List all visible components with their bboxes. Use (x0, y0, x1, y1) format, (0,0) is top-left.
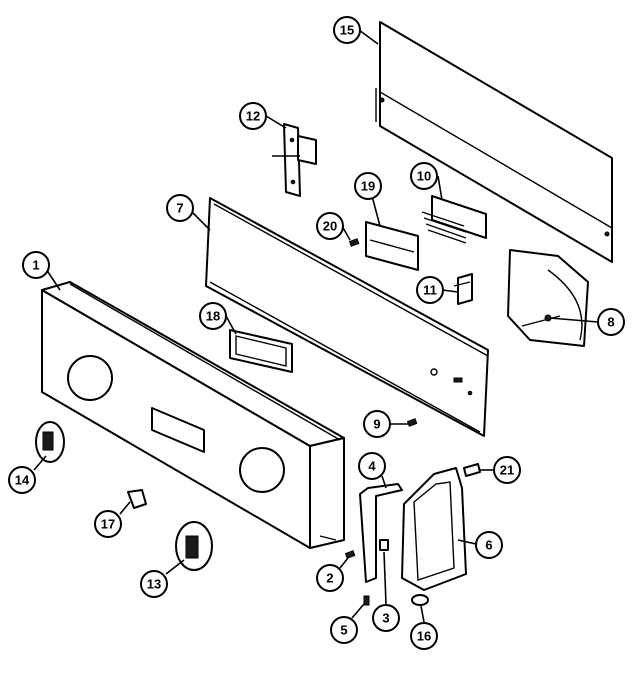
leader-lines (33, 29, 599, 623)
mounting-bracket-part (365, 221, 419, 271)
callout-18-label: 18 (206, 309, 220, 324)
callout-8: 8 (597, 308, 625, 336)
screw-part-20 (348, 238, 360, 247)
callout-9: 9 (363, 410, 391, 438)
screw-part-9 (406, 418, 418, 427)
callout-11: 11 (416, 276, 444, 304)
knob-part-13 (175, 521, 213, 571)
callout-21-label: 21 (500, 463, 514, 478)
callout-14-label: 14 (15, 473, 30, 488)
callout-17: 17 (94, 510, 122, 538)
callout-2-label: 2 (326, 571, 333, 586)
callout-4: 4 (358, 452, 386, 480)
callout-3-label: 3 (382, 611, 389, 626)
callout-20: 20 (316, 212, 344, 240)
clip-part-21 (463, 463, 481, 477)
callout-9-label: 9 (373, 417, 380, 432)
callout-15-label: 15 (340, 23, 354, 38)
terminal-block-part (421, 195, 487, 244)
callout-5-label: 5 (340, 623, 347, 638)
callout-10-upper: 10 (410, 162, 438, 190)
callout-1: 1 (22, 251, 50, 279)
clip-part-16 (411, 594, 429, 606)
callout-1-label: 1 (32, 258, 39, 273)
console-housing-part (41, 281, 345, 549)
callout-6: 6 (475, 531, 503, 559)
knob-part-14 (35, 421, 65, 463)
callout-10-upper-label: 10 (417, 169, 431, 184)
end-cap-part (401, 467, 467, 591)
callout-13-label: 13 (147, 577, 161, 592)
callout-5: 5 (330, 616, 358, 644)
callout-7: 7 (166, 194, 194, 222)
button-part-17 (127, 489, 147, 509)
callout-12-label: 12 (246, 109, 260, 124)
callout-17-label: 17 (101, 517, 115, 532)
display-window-part (229, 329, 293, 373)
callout-13: 13 (140, 570, 168, 598)
callout-12: 12 (239, 102, 267, 130)
callout-14: 14 (8, 466, 36, 494)
callout-7-label: 7 (176, 201, 183, 216)
callout-19-label: 19 (361, 179, 375, 194)
callout-6-label: 6 (485, 538, 492, 553)
callout-15: 15 (333, 16, 361, 44)
callout-2: 2 (316, 564, 344, 592)
switch-bracket-part (272, 123, 317, 197)
screw-part-2 (344, 550, 356, 559)
clip-part (453, 273, 473, 305)
timer-part (507, 249, 589, 347)
callout-16: 16 (410, 622, 438, 650)
callout-11-label: 11 (423, 283, 437, 298)
callout-20-label: 20 (323, 219, 337, 234)
control-panel-plate-part (205, 197, 489, 437)
trim-strip-part (359, 483, 403, 583)
callout-3: 3 (372, 604, 400, 632)
callout-16-label: 16 (417, 629, 431, 644)
rear-panel-part (375, 21, 613, 263)
callout-18: 18 (199, 302, 227, 330)
screw-part-5 (363, 595, 370, 606)
callout-8-label: 8 (607, 315, 614, 330)
clip-part-3 (379, 539, 389, 551)
callout-21: 21 (493, 456, 521, 484)
callout-4-label: 4 (368, 459, 376, 474)
callout-19: 19 (354, 172, 382, 200)
